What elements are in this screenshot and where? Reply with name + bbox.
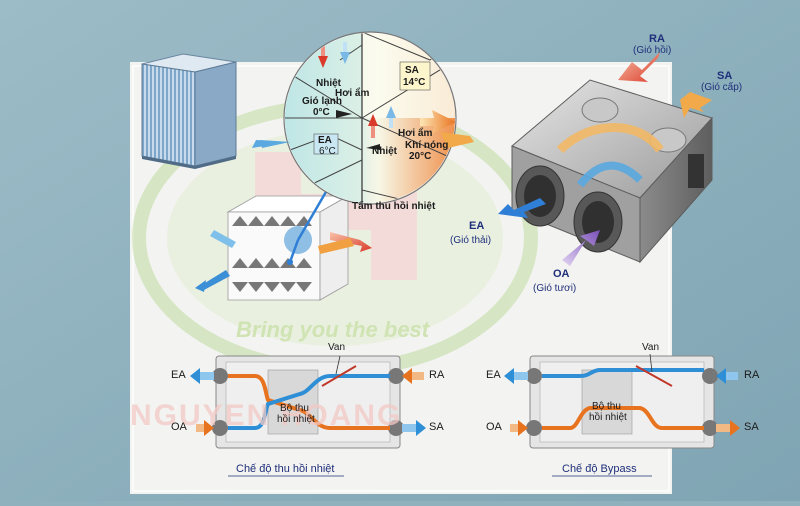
recovery-sa-label: SA xyxy=(429,421,444,433)
recovery-ea-label: EA xyxy=(171,369,186,381)
ea-desc-label: (Gió thải) xyxy=(450,235,492,246)
mode-recovery-diagram xyxy=(190,355,426,477)
bypass-ea-label: EA xyxy=(486,369,501,381)
recovery-ra-label: RA xyxy=(429,369,445,381)
humidity2-label: Hơi ẩm xyxy=(398,128,433,139)
core-cross-section xyxy=(195,181,372,301)
recovery-core-line2: hồi nhiệt xyxy=(277,414,315,425)
company-watermark: NGUYEN HOANG xyxy=(130,399,403,432)
ventilation-unit-image xyxy=(498,52,713,266)
plate-label: Tấm thu hồi nhiệt xyxy=(352,201,436,212)
cold-temp-label: 0°C xyxy=(313,107,330,118)
recovery-oa-label: OA xyxy=(171,421,187,433)
mode-bypass-diagram xyxy=(504,353,740,477)
magnified-detail-circle xyxy=(252,31,474,205)
ra-desc-label: (Gió hồi) xyxy=(633,45,672,56)
slogan-watermark: Bring you the best xyxy=(236,317,430,342)
ea-temp-label: 6°C xyxy=(319,146,336,157)
recovery-core-line1: Bộ thu xyxy=(280,403,309,414)
sa-desc-label: (Gió cấp) xyxy=(701,82,743,93)
ea-label: EA xyxy=(318,135,332,146)
bypass-core-line2: hồi nhiệt xyxy=(589,412,627,423)
heat-label: Nhiệt xyxy=(316,78,341,89)
sa-unit-label: SA xyxy=(717,70,733,82)
heat2-label: Nhiệt xyxy=(372,146,397,157)
recovery-caption: Chế độ thu hồi nhiệt xyxy=(236,463,335,475)
bypass-caption: Chế độ Bypass xyxy=(562,463,637,475)
hot-air-label: Khí nóng xyxy=(405,140,449,151)
ea-unit-label: EA xyxy=(469,220,485,232)
hot-temp-label: 20°C xyxy=(409,151,432,162)
sa-temp-label: 14°C xyxy=(403,77,426,88)
bypass-oa-label: OA xyxy=(486,421,502,433)
cold-air-label: Gió lạnh xyxy=(302,96,342,107)
humidity-label: Hơi ẩm xyxy=(335,88,370,99)
bypass-core-line1: Bộ thu xyxy=(592,401,621,412)
heat-exchanger-core-image xyxy=(141,53,237,169)
bypass-sa-label: SA xyxy=(744,421,759,433)
oa-unit-label: OA xyxy=(553,268,570,280)
bypass-valve-label: Van xyxy=(642,342,660,353)
oa-desc-label: (Gió tươi) xyxy=(533,283,577,294)
sa-label: SA xyxy=(405,65,419,76)
bypass-ra-label: RA xyxy=(744,369,760,381)
ra-label: RA xyxy=(649,33,665,45)
recovery-valve-label: Van xyxy=(328,342,346,353)
